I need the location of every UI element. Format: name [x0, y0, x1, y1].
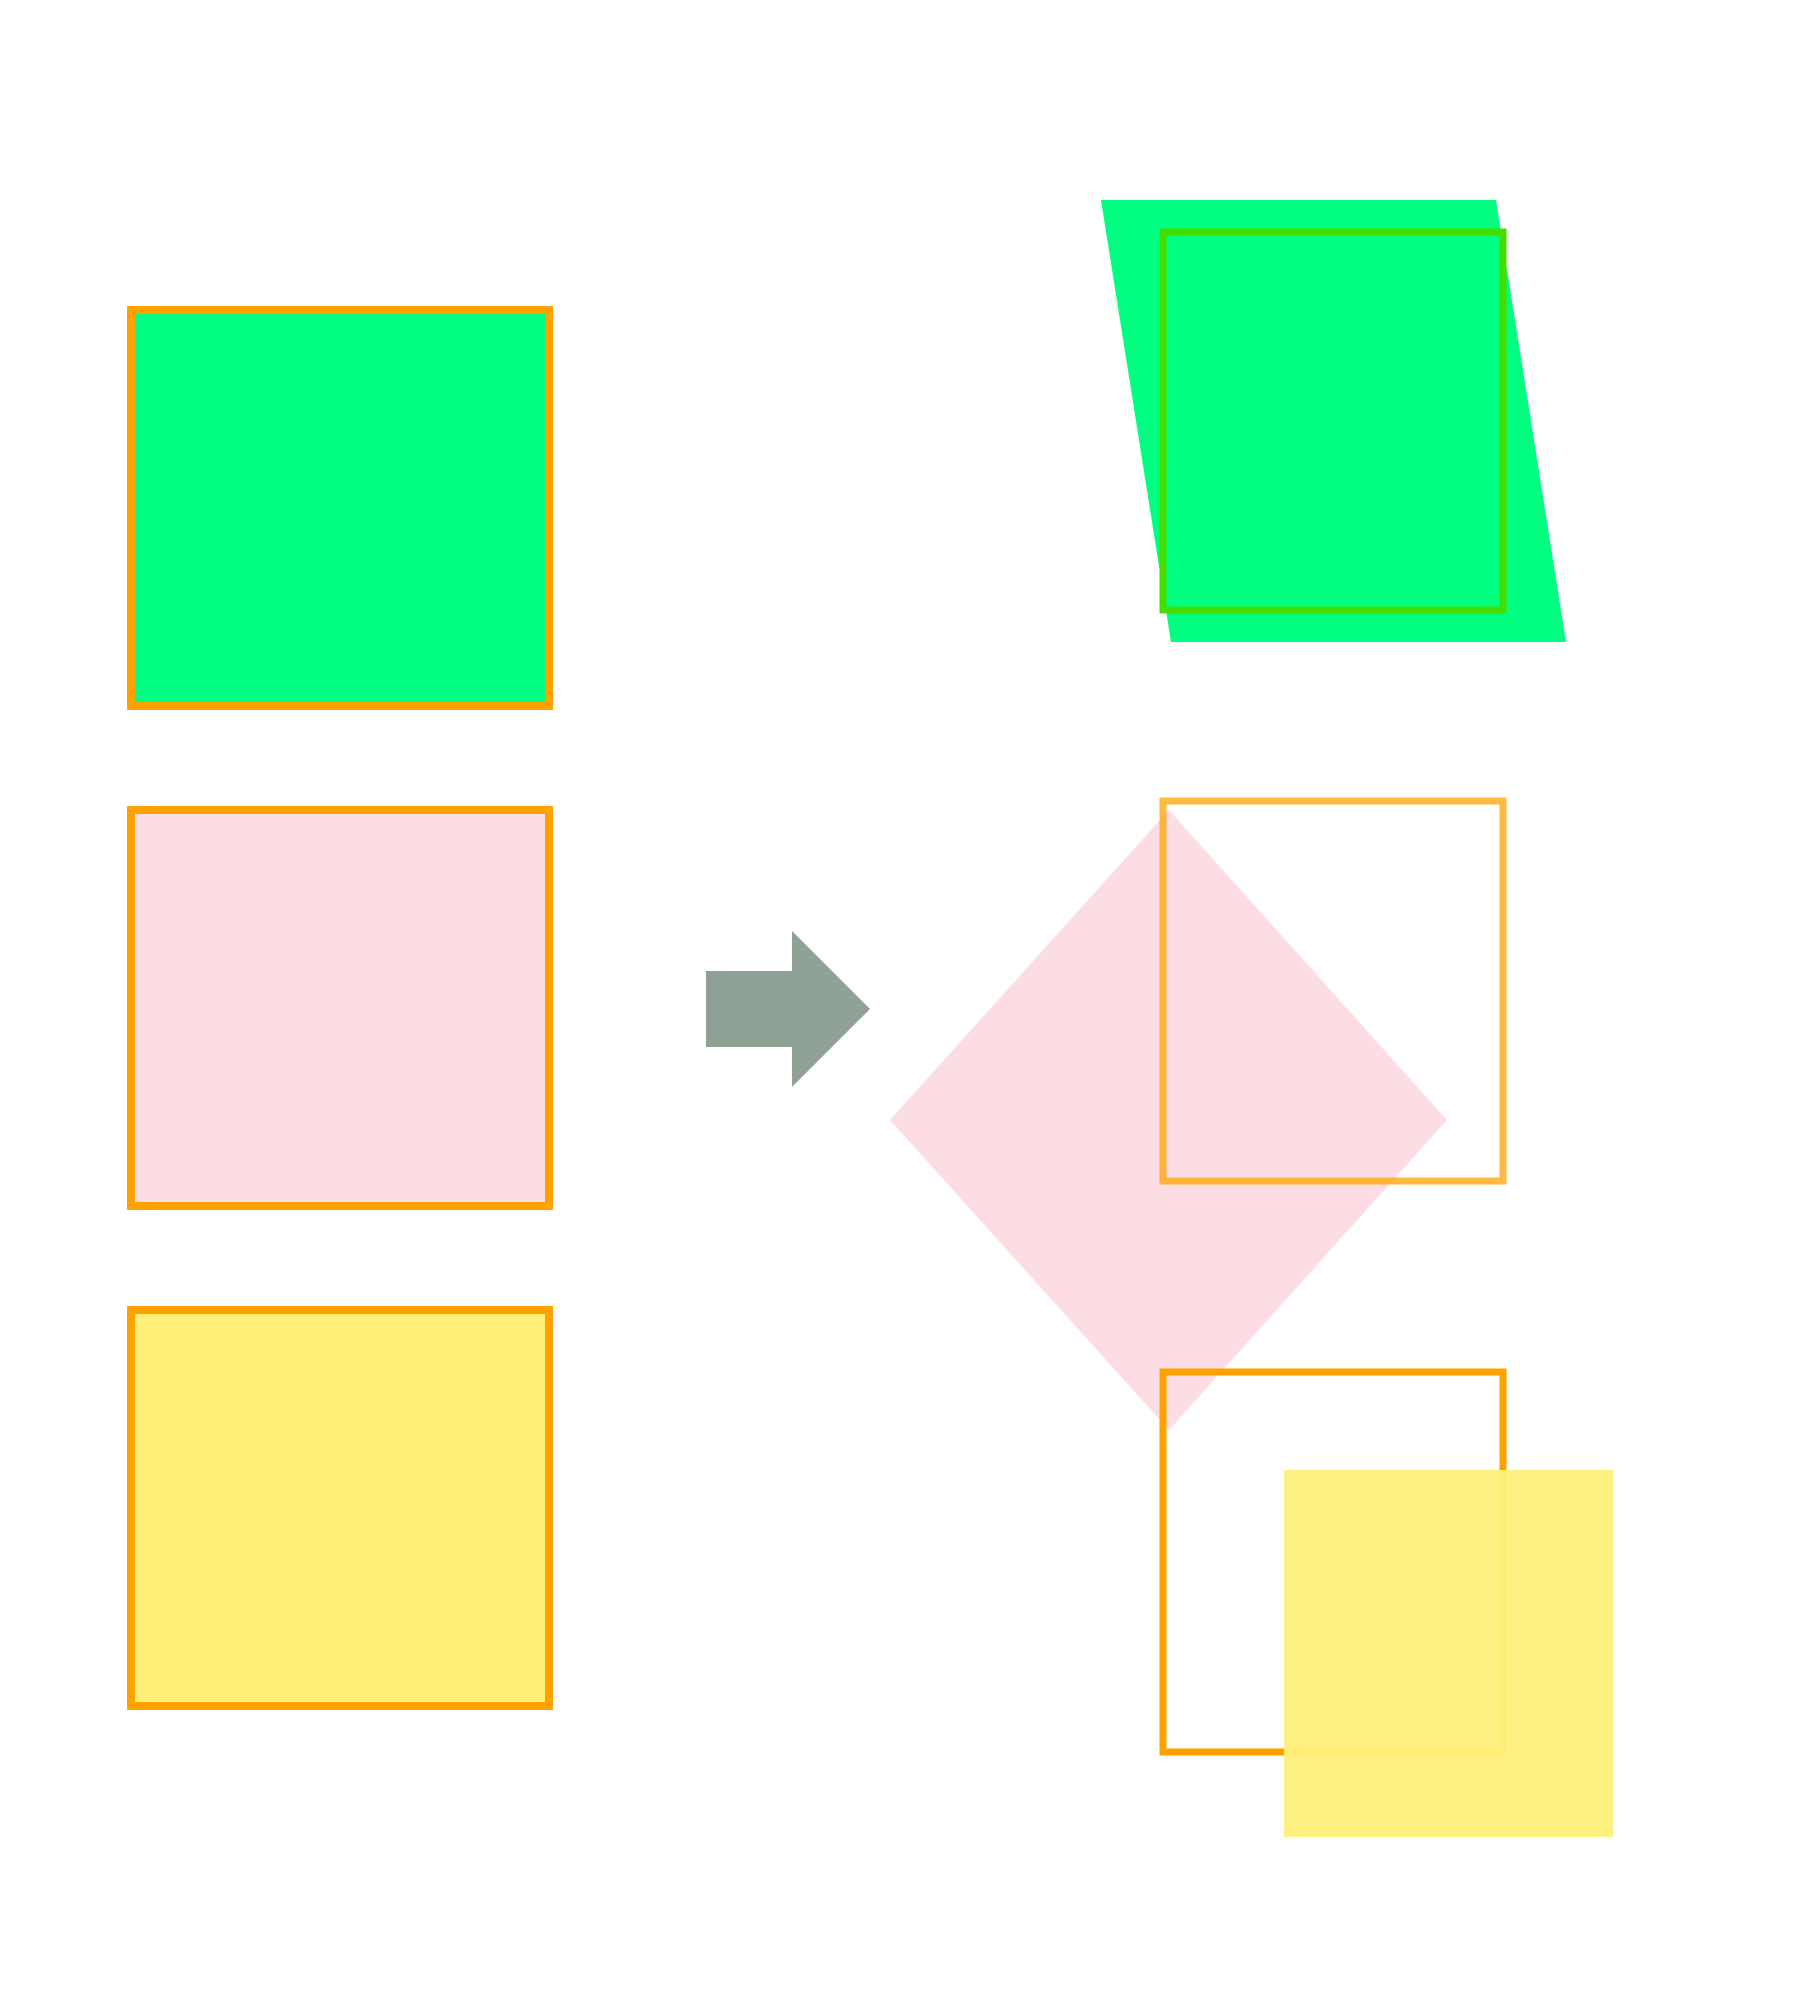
skewed-green-shape: [1101, 200, 1566, 642]
original-pink-square: [127, 806, 553, 1210]
skew-reference-outline: [1159, 228, 1507, 614]
rotate-reference-outline: [1159, 797, 1507, 1185]
rotated-pink-shape: [890, 810, 1447, 1430]
transform-arrow-icon: [706, 931, 870, 1087]
original-green-square: [127, 306, 553, 710]
translated-yellow-shape: [1284, 1470, 1613, 1837]
original-yellow-square: [127, 1306, 553, 1710]
